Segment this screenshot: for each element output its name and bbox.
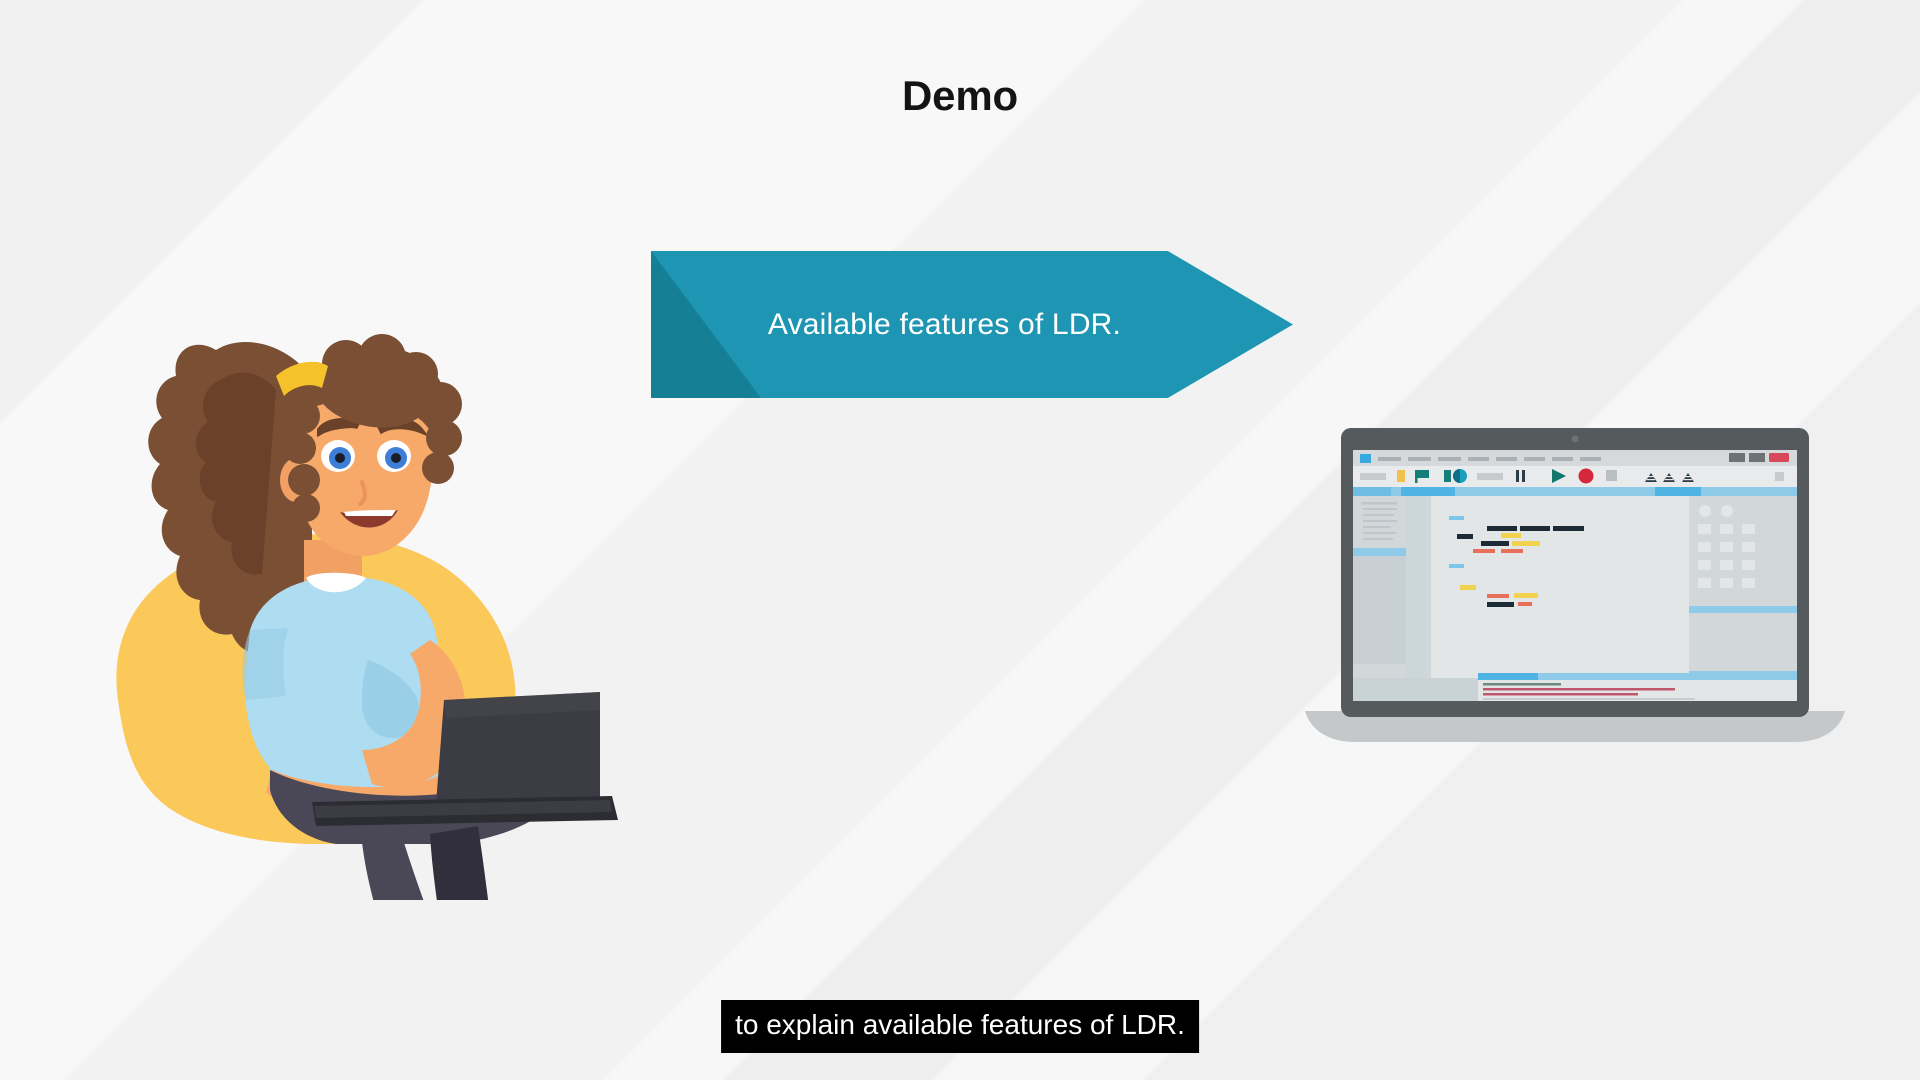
console-output-lines — [1483, 683, 1695, 700]
play-icon — [1552, 469, 1566, 483]
lap-laptop — [312, 692, 618, 826]
console-tab-strip — [1478, 673, 1797, 680]
teal-shape-icon — [1444, 470, 1451, 482]
webcam-icon — [1571, 435, 1579, 443]
ide-window — [1353, 450, 1797, 701]
pause-icon — [1516, 470, 1525, 482]
hair-ponytail — [148, 341, 312, 655]
banner-label: Available features of LDR. — [767, 307, 1122, 341]
right-panel-grid — [1698, 505, 1755, 588]
teal-flag-icon — [1415, 470, 1429, 483]
banner-callout: Available features of LDR. — [651, 251, 1293, 398]
page-title: Demo — [902, 72, 1018, 119]
subtitle-caption: to explain available features of LDR. — [721, 1000, 1199, 1053]
ide-tab-strip — [1353, 487, 1797, 496]
code-lines — [1449, 516, 1584, 607]
align-icon-1 — [1645, 473, 1657, 482]
stop-icon — [1606, 470, 1617, 481]
sidebar-file-lines — [1361, 502, 1397, 540]
align-icon-3 — [1682, 473, 1694, 482]
banner-arrow-shape — [651, 251, 1293, 398]
record-icon — [1578, 468, 1594, 484]
active-tab — [1401, 487, 1455, 496]
yellow-square-icon — [1397, 470, 1405, 482]
sidebar-selected-item — [1353, 548, 1406, 556]
ide-menu-items — [1378, 457, 1601, 461]
maximize-button — [1749, 453, 1765, 462]
laptop-base — [1305, 711, 1845, 742]
laptop-illustration — [1305, 428, 1845, 753]
align-icon-2 — [1663, 473, 1675, 482]
hair-tie-icon — [276, 361, 328, 396]
ide-menubar — [1353, 450, 1797, 466]
close-button — [1769, 453, 1789, 462]
app-icon — [1360, 454, 1371, 463]
woman-illustration — [100, 230, 620, 900]
minimize-button — [1729, 453, 1745, 462]
